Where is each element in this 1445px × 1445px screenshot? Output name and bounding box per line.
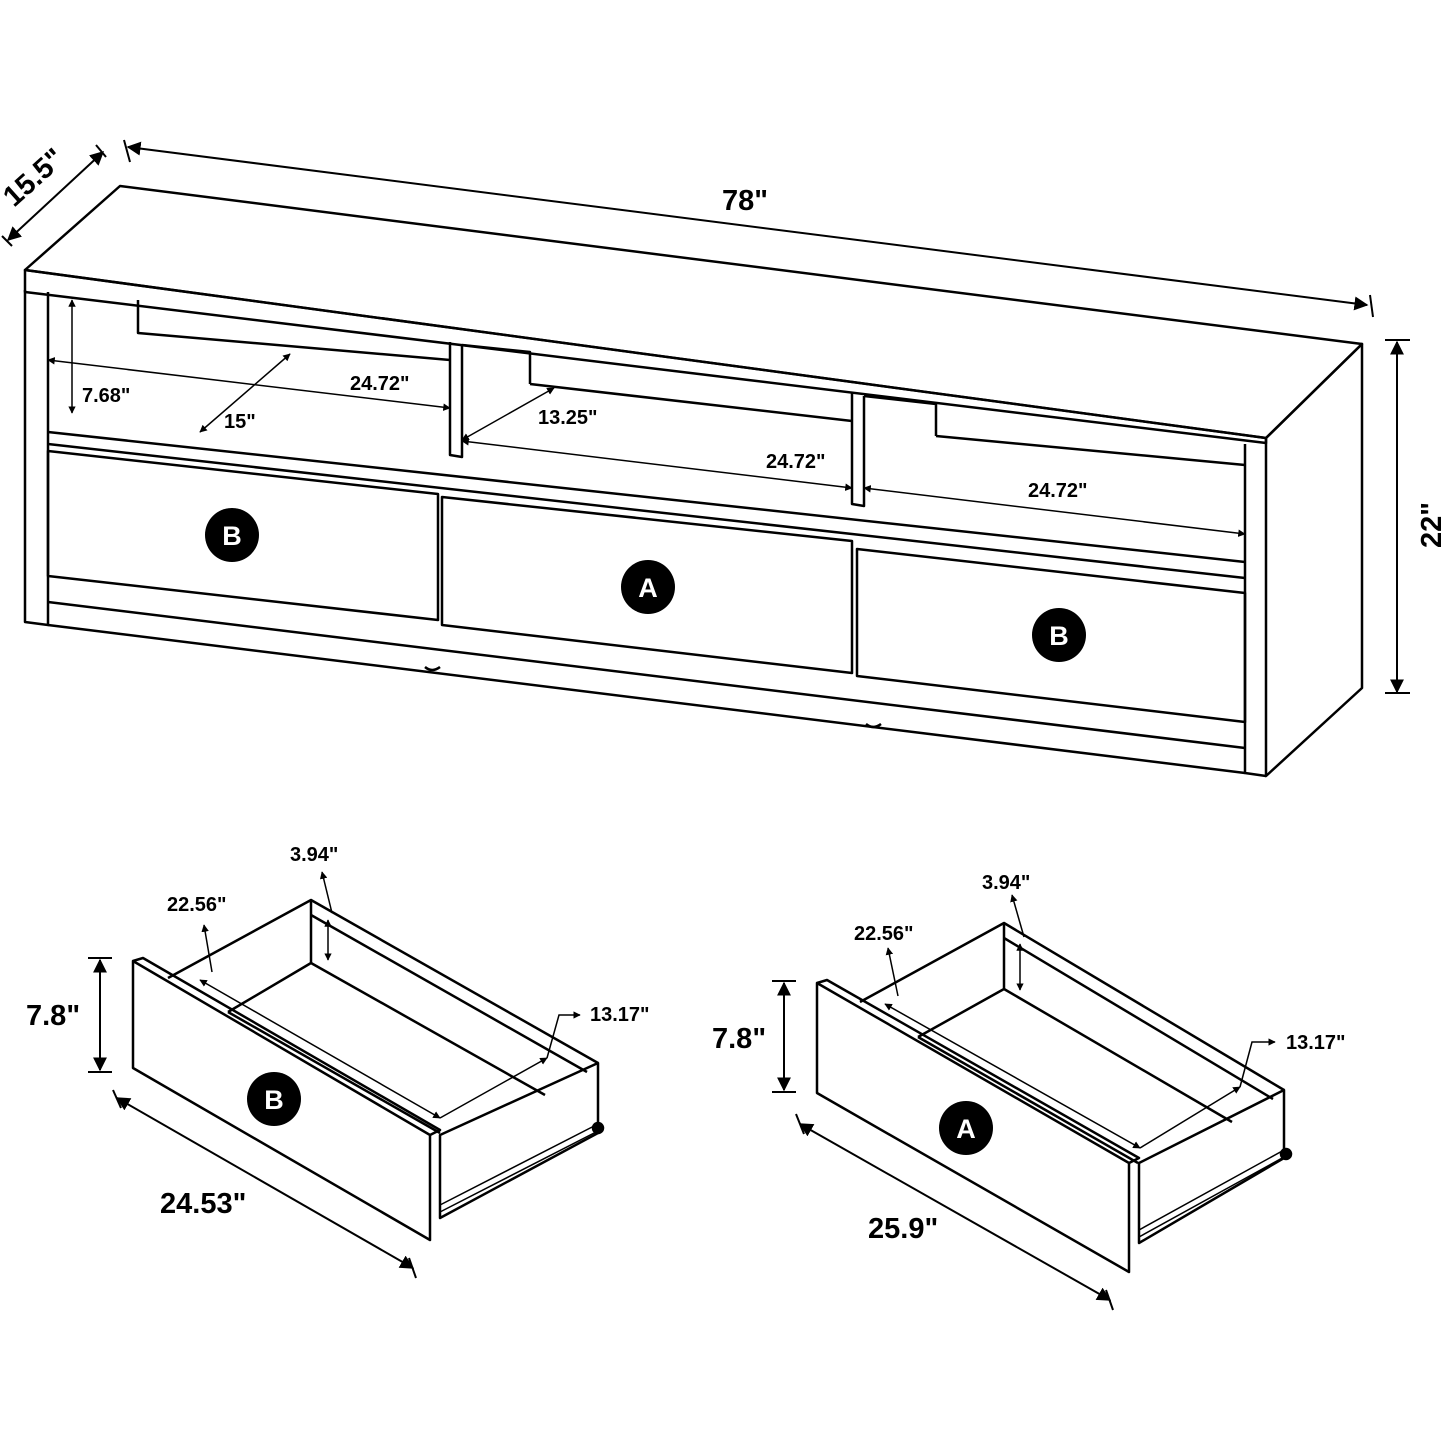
right-divider-back (863, 394, 938, 436)
center-divider-left (448, 342, 464, 459)
center-shelf-depth-label: 13.25" (538, 407, 598, 429)
drawer-a-runner (1138, 1149, 1285, 1238)
drawer-b-inner-width-label: 13.17" (590, 1004, 650, 1026)
width-label: 78" (722, 185, 768, 217)
svg-text:A: A (956, 1114, 976, 1144)
drawer-right-badge: B (1032, 608, 1086, 662)
drawer-left-front (46, 449, 440, 622)
drawer-a-badge: A (939, 1101, 993, 1155)
right-shelf-width-dim-line (863, 485, 1246, 537)
drawer-b-badge: B (247, 1072, 301, 1126)
svg-text:B: B (222, 521, 242, 551)
foot-left (424, 665, 441, 672)
svg-text:B: B (264, 1085, 284, 1115)
right-shelf-width-label: 24.72" (1028, 480, 1088, 502)
drawer-b-inner-height-label: 3.94" (290, 844, 338, 866)
center-shelf-width-label: 24.72" (766, 451, 826, 473)
right-shelf-back (935, 434, 1246, 467)
tv-stand-cabinet (23, 184, 1364, 778)
shelf-floor (47, 430, 1246, 580)
drawer-a-inner-depth-label: 22.56" (854, 923, 914, 945)
shelf-depth-label: 15" (224, 411, 256, 433)
cabinet-dimensions (1, 139, 1410, 694)
height-label: 22" (1416, 502, 1445, 548)
drawer-a-dimensions (772, 894, 1276, 1311)
drawer-a-right-side (1137, 1088, 1286, 1245)
cabinet-base (47, 600, 1246, 775)
width-dim-line (126, 141, 1369, 311)
drawer-center-badge: A (621, 560, 675, 614)
shelf-height-label: 7.68" (82, 385, 130, 407)
drawer-b-width-label: 24.53" (160, 1188, 246, 1220)
depth-label: 15.5" (0, 142, 71, 213)
cabinet-right-side (1264, 342, 1364, 778)
drawer-b-back (310, 898, 599, 1065)
drawer-b-inner-depth-label: 22.56" (167, 894, 227, 916)
center-shelf-back (529, 382, 853, 423)
svg-text:A: A (638, 573, 658, 603)
drawer-b-right-side (438, 1061, 600, 1220)
drawer-a-back (1003, 921, 1285, 1092)
left-shelf-back (136, 300, 451, 362)
svg-text:B: B (1049, 621, 1069, 651)
drawer-left-badge: B (205, 508, 259, 562)
cabinet-left-panel (23, 290, 50, 627)
drawer-b-height-label: 7.8" (26, 1000, 80, 1032)
cabinet-top (23, 184, 1364, 440)
center-shelf-width-dim-line (461, 438, 853, 491)
cabinet-right-panel (1243, 444, 1267, 778)
drawer-b-dimensions (88, 871, 581, 1279)
drawer-right-front (855, 547, 1247, 724)
drawer-a-width-label: 25.9" (868, 1213, 938, 1245)
depth-dim-line (6, 151, 105, 241)
center-shelf-depth-dim-line (461, 387, 555, 441)
drawer-a-inner-width-label: 13.17" (1286, 1032, 1346, 1054)
shelf-depth-dim-line (199, 353, 291, 433)
drawer-b-runner (439, 1123, 599, 1213)
foot-right (865, 722, 882, 729)
drawer-a-height-label: 7.8" (712, 1023, 766, 1055)
left-shelf-width-label: 24.72" (350, 373, 410, 395)
center-divider-back (461, 343, 532, 384)
drawer-a-inner-height-label: 3.94" (982, 872, 1030, 894)
drawer-center-front (440, 495, 854, 675)
right-divider (850, 393, 866, 508)
